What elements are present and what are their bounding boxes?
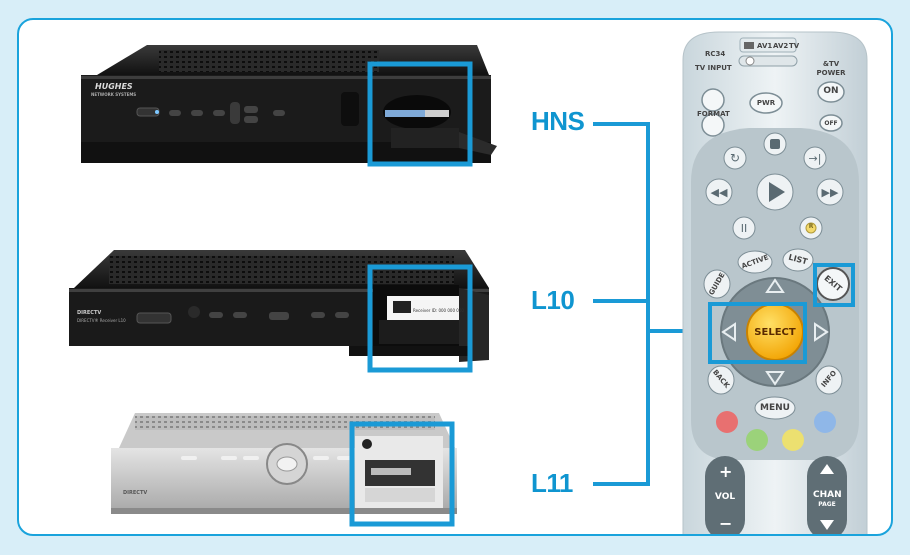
illustration-svg: ↻ →| ◀◀ ▶▶ II: [69, 31, 868, 534]
exit-button-highlight: [813, 263, 855, 307]
svg-text:▶▶: ▶▶: [822, 186, 839, 199]
l10-card-slot-highlight: [367, 264, 473, 373]
l10-receiver-id-card: Receiver ID: 000 000 000: [413, 308, 464, 313]
label-hns: HNS: [531, 106, 585, 136]
l10-model: DIRECTV® Receiver L10: [77, 318, 126, 323]
l10-brand: DIRECTV: [77, 310, 102, 316]
remote-record-button[interactable]: R: [808, 223, 814, 230]
l10-receiver: [69, 250, 489, 362]
remote-select-button[interactable]: SELECT: [754, 327, 796, 338]
label-l10: L10: [531, 285, 575, 315]
hns-card-slot-highlight: [367, 61, 473, 167]
remote-switch-tv: TV: [789, 42, 800, 50]
remote-switch-av1: AV1: [757, 42, 773, 50]
l11-card-slot-highlight: [349, 421, 455, 527]
remote-vol-plus[interactable]: +: [719, 462, 733, 481]
remote-off-button[interactable]: OFF: [824, 120, 838, 127]
remote-control: ↻ →| ◀◀ ▶▶ II: [682, 31, 868, 534]
remote-tv-input: TV INPUT: [695, 64, 732, 72]
label-l11: L11: [531, 468, 573, 498]
remote-page-label: PAGE: [818, 501, 836, 508]
instruction-card: ↻ →| ◀◀ ▶▶ II: [17, 18, 893, 536]
l11-brand: DIRECTV: [123, 490, 148, 496]
remote-switch-av2: AV2: [773, 42, 789, 50]
svg-text:↻: ↻: [730, 151, 740, 165]
remote-model: RC34: [705, 50, 726, 58]
hns-brand-sub: NETWORK SYSTEMS: [91, 92, 137, 97]
remote-menu-button[interactable]: MENU: [760, 403, 790, 413]
svg-text:◀◀: ◀◀: [711, 186, 728, 199]
remote-on-button[interactable]: ON: [823, 86, 839, 96]
hns-receiver: [81, 45, 497, 163]
hns-brand: HUGHES: [95, 82, 133, 91]
remote-pwr-button[interactable]: PWR: [756, 99, 776, 107]
remote-vol-minus[interactable]: −: [719, 514, 733, 533]
svg-text:→|: →|: [809, 152, 822, 165]
remote-chan-label: CHAN: [813, 490, 842, 500]
remote-format: FORMAT: [697, 110, 730, 118]
select-button-highlight: [708, 302, 807, 364]
svg-text:II: II: [741, 222, 748, 235]
remote-tv-power: &TV POWER: [816, 60, 846, 77]
l11-receiver: [111, 413, 457, 514]
illustration-stage: ↻ →| ◀◀ ▶▶ II: [19, 20, 891, 534]
remote-vol-label: VOL: [714, 492, 736, 502]
